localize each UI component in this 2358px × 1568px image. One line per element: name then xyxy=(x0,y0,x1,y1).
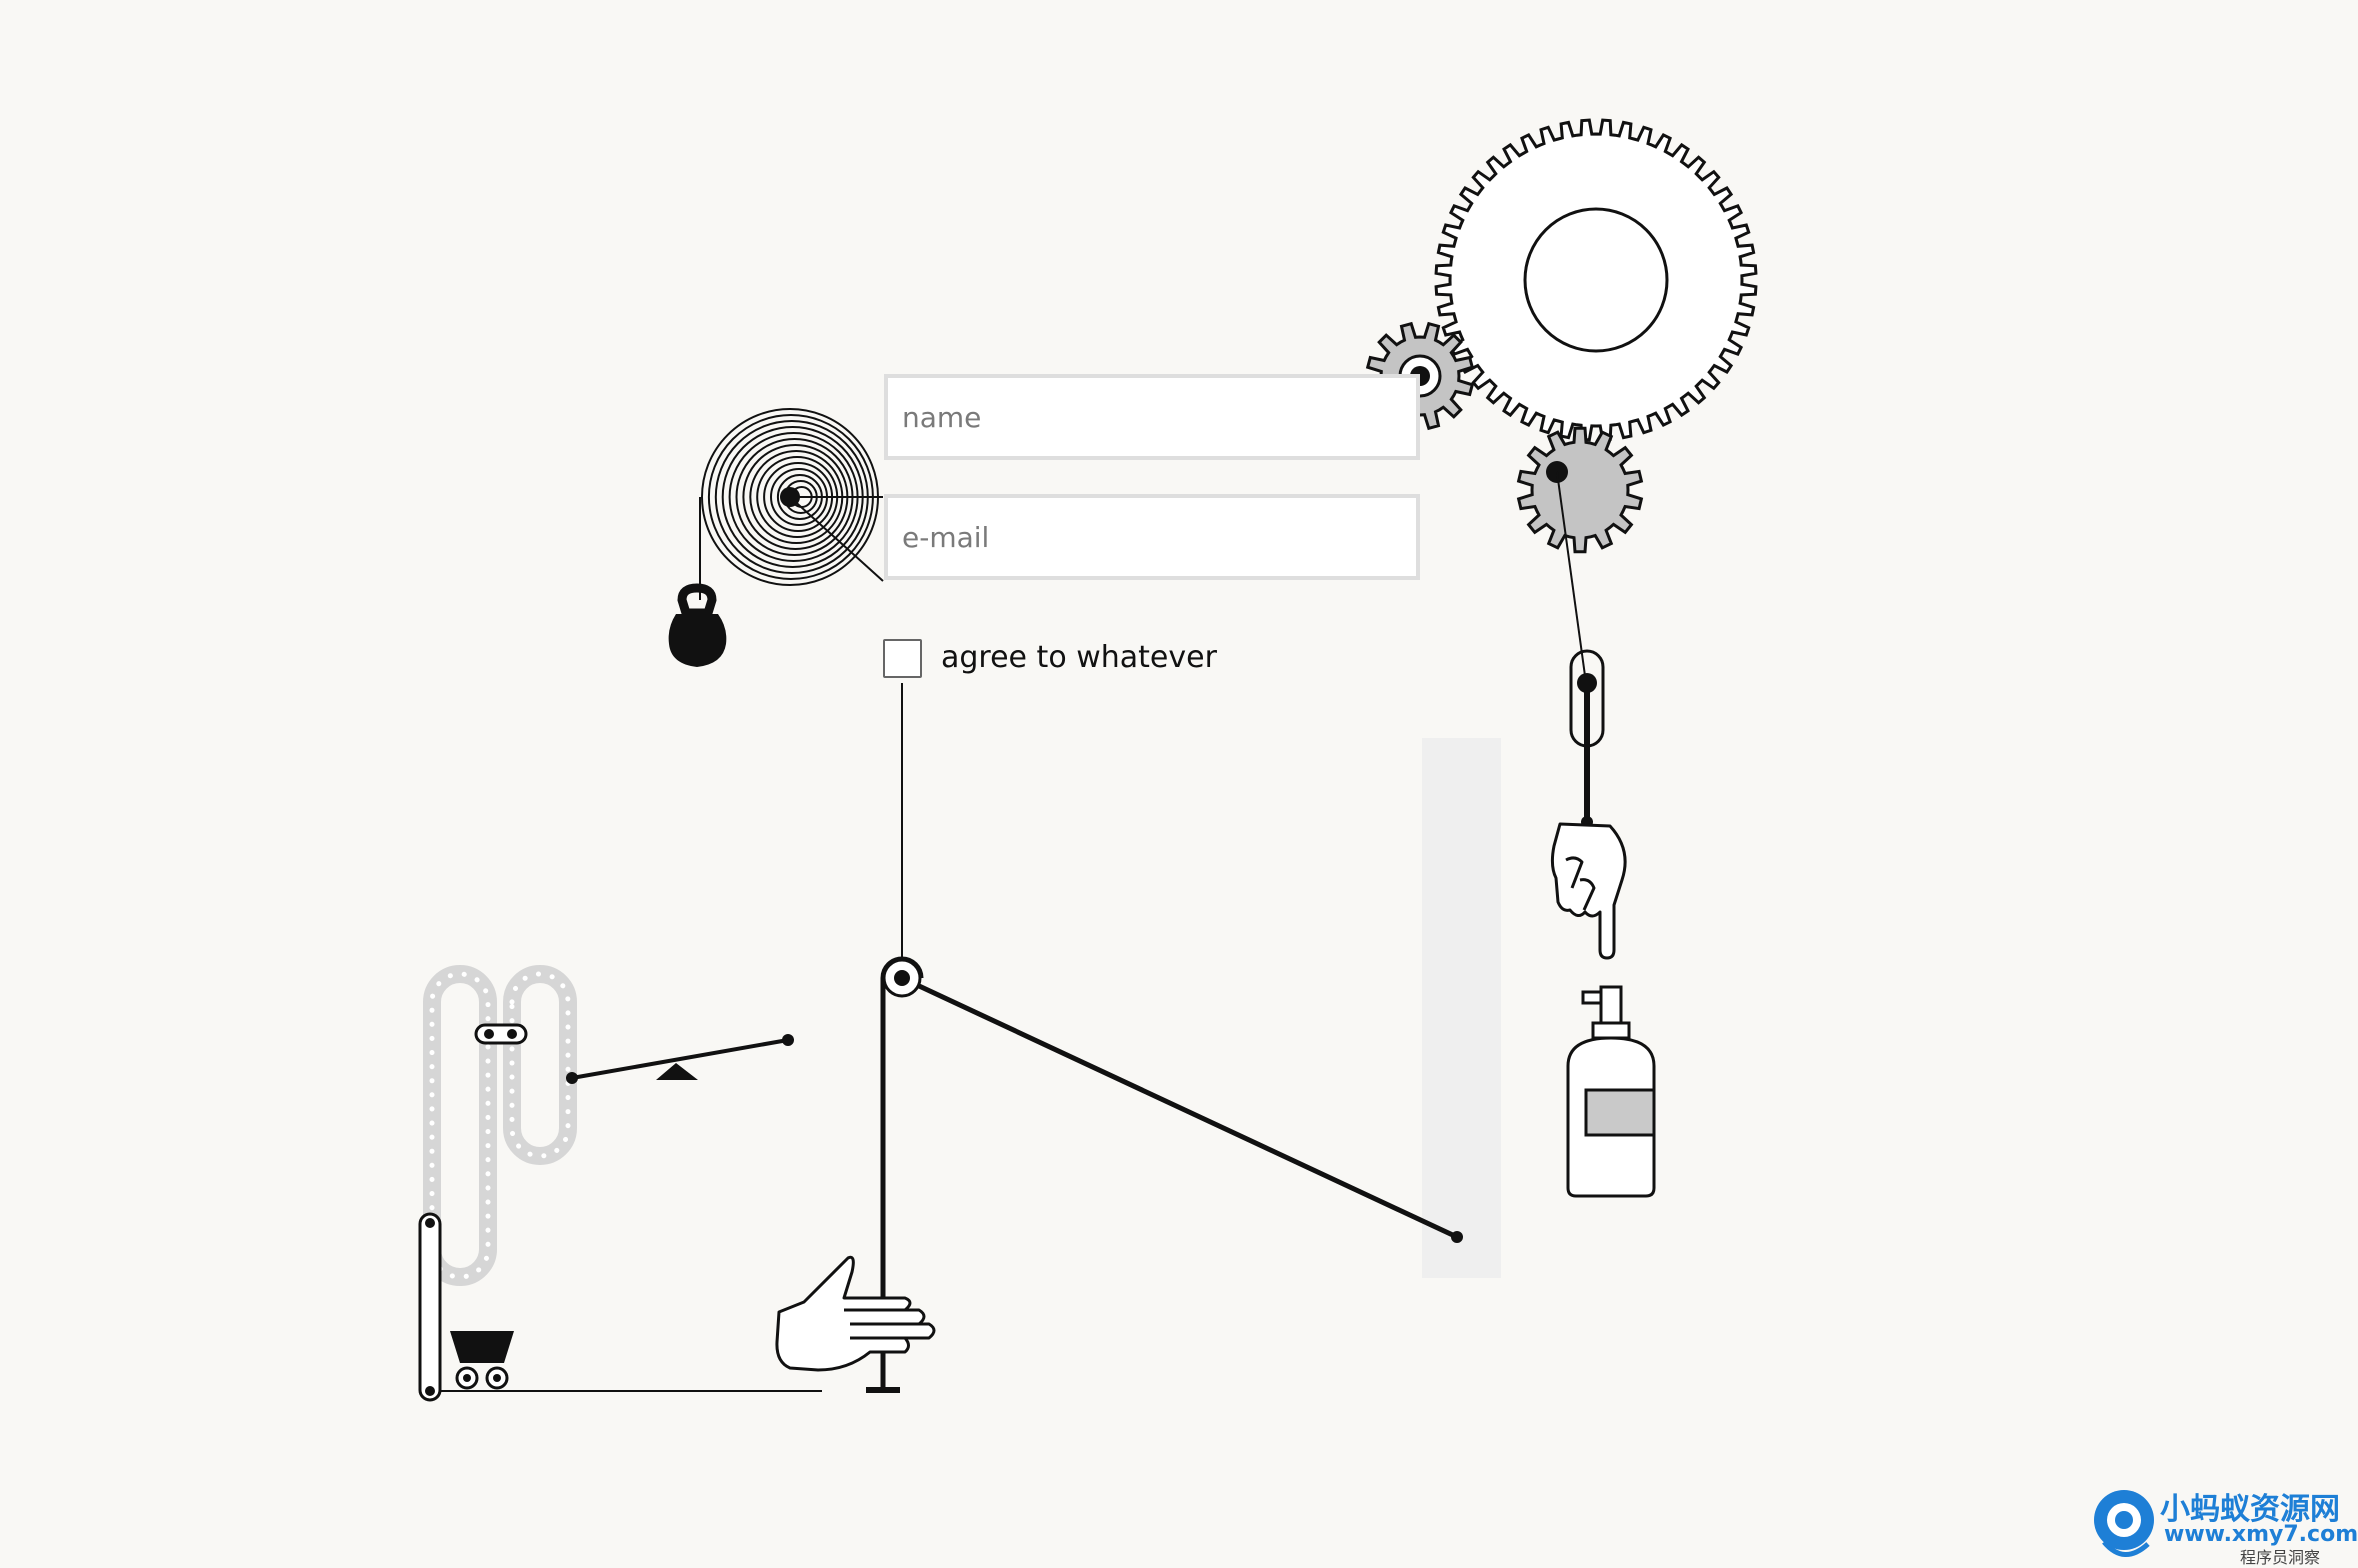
rail-track xyxy=(418,1212,822,1402)
watermark: 小蚂蚁资源网 www.xmy7.com 程序员洞察 xyxy=(2090,1480,2358,1567)
watermark-url: www.xmy7.com xyxy=(2164,1522,2358,1547)
name-input[interactable] xyxy=(884,374,1420,460)
conveyor-chain xyxy=(423,965,577,1286)
agree-checkbox[interactable] xyxy=(883,639,922,678)
watermark-subtitle: 程序员洞察 xyxy=(2240,1548,2321,1567)
seesaw-icon xyxy=(566,1034,794,1084)
gear-large-icon xyxy=(1434,118,1758,442)
kettlebell-icon xyxy=(668,583,727,667)
pulley-capsule-icon xyxy=(1569,649,1605,828)
gear-small-right-icon xyxy=(1516,426,1644,554)
slot-panel xyxy=(1422,738,1501,1278)
mine-cart-icon xyxy=(450,1331,514,1390)
watermark-title: 小蚂蚁资源网 xyxy=(2160,1492,2340,1527)
spray-bottle-icon xyxy=(1566,985,1656,1198)
agree-label: agree to whatever xyxy=(941,640,1217,675)
catching-hand-icon xyxy=(775,1255,936,1372)
pointing-hand-icon xyxy=(1550,822,1627,960)
lever-arm xyxy=(866,956,1463,1393)
email-input[interactable] xyxy=(884,494,1420,580)
ant-logo-icon xyxy=(2094,1490,2154,1557)
